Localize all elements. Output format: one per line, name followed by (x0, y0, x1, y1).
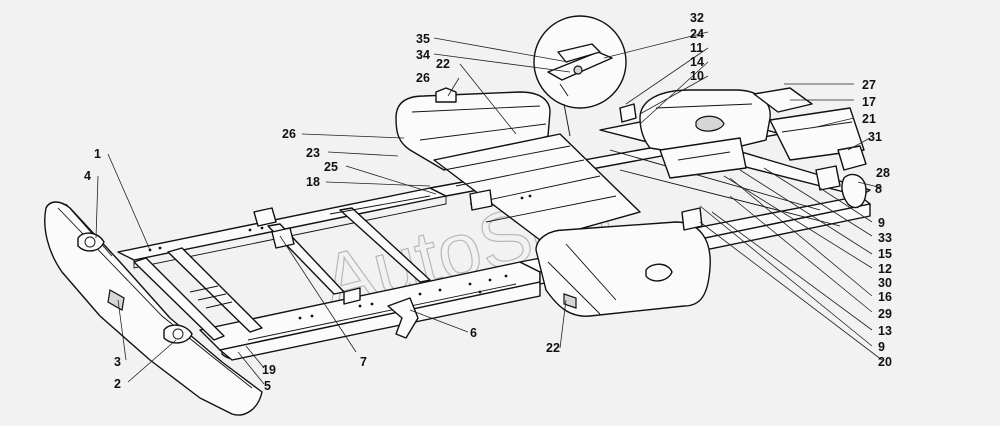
leader-lines (95, 31, 883, 385)
callout-19: 19 (262, 363, 276, 377)
callout-2: 2 (114, 377, 121, 391)
callout-5: 5 (264, 379, 271, 393)
callout-22-lower: 22 (546, 341, 560, 355)
callout-29: 29 (878, 307, 892, 321)
callout-15: 15 (878, 247, 892, 261)
callout-14: 14 (690, 55, 704, 69)
callout-1: 1 (94, 147, 101, 161)
callout-21: 21 (862, 112, 876, 126)
callout-22-upper: 22 (436, 57, 450, 71)
callout-3: 3 (114, 355, 121, 369)
left-side-rail (199, 261, 541, 361)
callout-28: 28 (876, 166, 890, 180)
callout-13: 13 (878, 324, 892, 338)
callout-20: 20 (878, 355, 892, 369)
callout-7: 7 (360, 355, 367, 369)
bracket-parts (253, 103, 703, 339)
callout-10: 10 (690, 69, 704, 83)
callout-34: 34 (416, 48, 430, 62)
callout-25: 25 (324, 160, 338, 174)
callout-32: 32 (690, 11, 704, 25)
callout-9-lower: 9 (878, 340, 885, 354)
callout-30: 30 (878, 276, 892, 290)
callout-8: 8 (875, 182, 882, 196)
callout-6: 6 (470, 326, 477, 340)
callout-18: 18 (306, 175, 320, 189)
upper-fuel-tank (395, 87, 551, 171)
callout-35: 35 (416, 32, 430, 46)
middle-fuel-tank (433, 133, 641, 241)
callout-23: 23 (306, 146, 320, 160)
callout-33: 33 (878, 231, 892, 245)
callout-9-upper: 9 (878, 216, 885, 230)
callout-27: 27 (862, 78, 876, 92)
callout-12: 12 (878, 262, 892, 276)
detail-inset (533, 15, 627, 137)
callout-26-upper: 26 (416, 71, 430, 85)
callout-4: 4 (84, 169, 91, 183)
callout-31: 31 (868, 130, 882, 144)
fifth-wheel-coupling (639, 89, 771, 179)
callout-24: 24 (690, 27, 704, 41)
callout-11: 11 (690, 41, 703, 55)
callout-26-lower: 26 (282, 127, 296, 141)
callout-16: 16 (878, 290, 892, 304)
lower-fuel-tank (535, 221, 711, 317)
callout-17: 17 (862, 95, 876, 109)
callout-labels: 1 2 3 4 5 6 7 8 9 9 10 11 12 13 14 15 16… (84, 11, 892, 393)
